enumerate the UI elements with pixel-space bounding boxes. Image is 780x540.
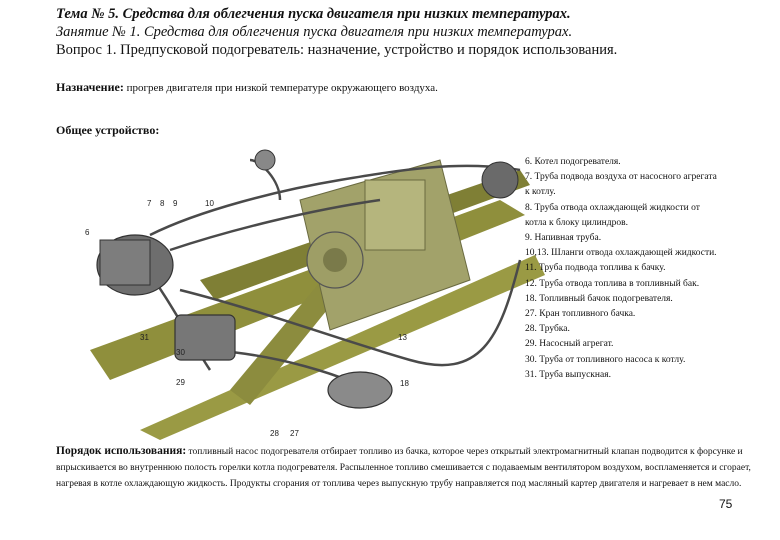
purpose-label: Назначение:	[56, 80, 124, 94]
legend-line: 10,13. Шланги отвода охлаждающей жидкост…	[525, 248, 717, 259]
legend-line: котла к блоку цилиндров.	[525, 217, 628, 228]
lesson-title: Занятие № 1. Средства для облегчения пус…	[56, 24, 573, 40]
callout-8: 8	[160, 199, 165, 208]
callout-6: 6	[85, 228, 90, 237]
legend-line: 27. Кран топливного бачка.	[525, 309, 636, 320]
procedure-label: Порядок использования:	[56, 445, 187, 457]
callout-29: 29	[176, 378, 185, 387]
callout-10: 10	[205, 199, 214, 208]
heater-diagram: 6 7 8 9 10 13 18 28 27 29 30 31	[85, 149, 545, 440]
legend-line: 18. Топливный бачок подогревателя.	[525, 293, 673, 304]
legend-line: 31. Труба выпускная.	[525, 369, 611, 380]
legend-line: 6. Котел подогревателя.	[525, 157, 621, 167]
callout-18: 18	[400, 379, 409, 388]
procedure-paragraph: Порядок использования: топливный насос п…	[56, 443, 768, 492]
callout-numbers: 6 7 8 9 10 13 18 28 27 29 30 31	[85, 199, 409, 438]
legend-line: 29. Насосный агрегат.	[525, 339, 614, 350]
callout-28: 28	[270, 429, 279, 438]
heater-boiler	[96, 234, 174, 296]
legend-line: к котлу.	[525, 187, 556, 198]
purpose-text: прогрев двигателя при низкой температуре…	[126, 82, 438, 94]
fuel-tank	[327, 371, 393, 409]
callout-27: 27	[290, 429, 299, 438]
legend-line: 7. Труба подвода воздуха от насосного аг…	[525, 172, 717, 183]
legend-line: 11. Труба подвода топлива к бачку.	[525, 263, 666, 274]
legend-line: 12. Труба отвода топлива в топливный бак…	[525, 278, 700, 289]
legend-line: 30. Труба от топливного насоса к котлу.	[525, 354, 686, 365]
diagram-legend: 6. Котел подогревателя. 7. Труба подвода…	[525, 155, 775, 383]
pump-unit	[174, 314, 236, 361]
legend-line: 28. Трубка.	[525, 324, 570, 335]
purpose-paragraph: Назначение: прогрев двигателя при низкой…	[56, 80, 438, 95]
callout-13: 13	[398, 333, 407, 342]
callout-7: 7	[147, 199, 152, 208]
callout-31: 31	[140, 333, 149, 342]
question-title: Вопрос 1. Предпусковой подогреватель: на…	[56, 42, 618, 58]
page-number: 75	[719, 497, 733, 511]
callout-30: 30	[176, 348, 185, 357]
callout-9: 9	[173, 199, 178, 208]
canister	[254, 149, 519, 199]
legend-line: 9. Напивная труба.	[525, 233, 602, 244]
procedure-text: топливный насос подогревателя отбирает т…	[56, 447, 751, 489]
legend-line: 8. Труба отвода охлаждающей жидкости от	[525, 202, 700, 213]
topic-title: Тема № 5. Средства для облегчения пуска …	[56, 6, 571, 22]
engine-block	[299, 159, 471, 331]
general-structure-heading: Общее устройство:	[56, 123, 160, 137]
